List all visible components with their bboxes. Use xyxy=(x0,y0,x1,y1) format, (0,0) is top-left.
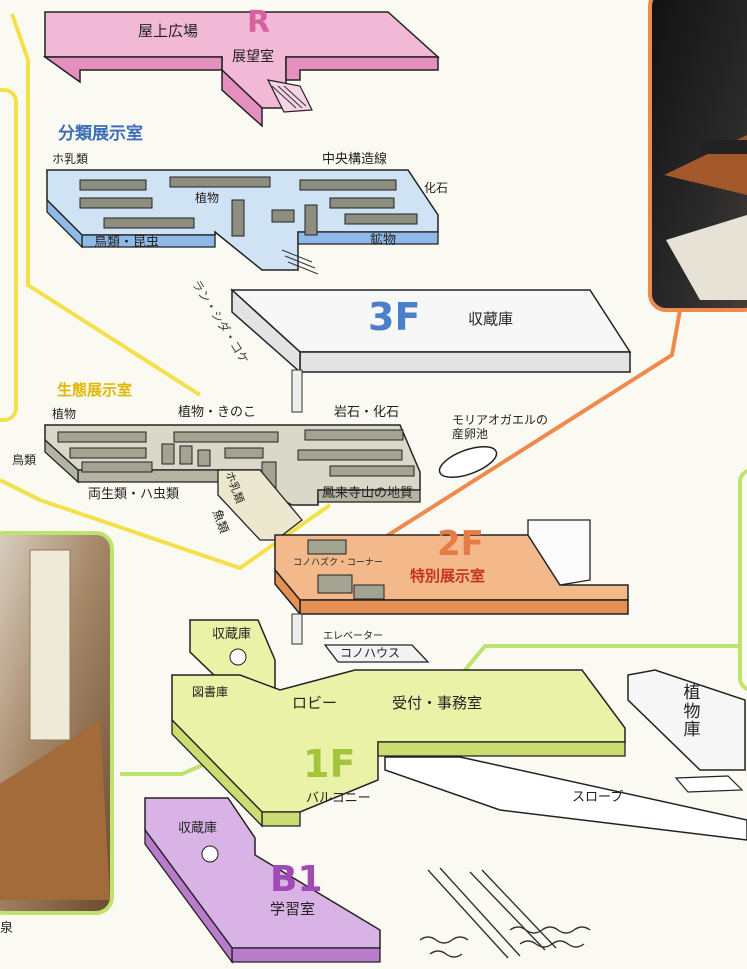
rooftop-plaza-label: 屋上広場 xyxy=(138,22,199,40)
floor3-central-line-label: 中央構造線 xyxy=(322,152,388,167)
konohaus xyxy=(323,644,430,663)
photo-left-top xyxy=(0,88,18,422)
floor3-storage-label: 収蔵庫 xyxy=(468,310,514,328)
plant-storage-building xyxy=(627,669,746,771)
floor-label-3f: 3F xyxy=(368,295,421,339)
floor2 xyxy=(44,424,629,645)
floor3-plants-label: 植物 xyxy=(195,191,220,205)
photo-top-right xyxy=(648,0,747,312)
slope xyxy=(384,756,747,841)
rooftop-floor xyxy=(42,11,440,128)
edge-cut-label: 泉 xyxy=(0,921,14,936)
floor3 xyxy=(46,169,632,413)
frog-pond xyxy=(438,446,498,478)
floor2-amphibians-label: 両生類・ハ虫類 xyxy=(88,487,180,502)
photo-bottom-left xyxy=(0,531,114,915)
floor2-plants-label: 植物 xyxy=(52,407,77,421)
callout-line-yellow xyxy=(10,13,202,397)
observatory-label: 展望室 xyxy=(232,49,274,65)
konohaus-label: コノハウス xyxy=(340,646,401,660)
elevator-icon xyxy=(229,648,247,666)
floor2-section-title: 生態展示室 xyxy=(57,381,133,399)
floor-label-b1: B1 xyxy=(270,859,323,900)
floor2-plants-mushrooms-label: 植物・きのこ xyxy=(178,405,257,420)
elevator-icon xyxy=(201,845,219,863)
library-label: 図書庫 xyxy=(192,685,229,699)
water-and-railing xyxy=(419,867,591,959)
lobby-label: ロビー xyxy=(292,694,338,712)
elevator-label: エレベーター xyxy=(323,631,383,642)
slope-label: スロープ xyxy=(572,790,624,805)
plant-storage-label: 植物庫 xyxy=(683,683,701,741)
basement-storage-label: 収蔵庫 xyxy=(178,821,218,836)
floor3-section-title: 分類展示室 xyxy=(58,124,143,144)
elevator-icons xyxy=(201,648,247,863)
floor3-minerals-label: 鉱物 xyxy=(370,233,397,248)
floor3-fossils-label: 化石 xyxy=(424,181,449,195)
study-room-label: 学習室 xyxy=(270,900,316,918)
floor3-mammals-label: ホ乳類 xyxy=(52,152,89,166)
floor2-display-cases xyxy=(57,429,415,493)
photo-right-mid xyxy=(738,468,747,692)
floor3-storage-slab xyxy=(230,289,632,353)
callout-line-green-right xyxy=(458,644,742,678)
floor1 xyxy=(171,619,747,841)
floor3-birds-insects-label: 鳥類・昆虫 xyxy=(94,235,160,250)
reception-label: 受付・事務室 xyxy=(392,694,483,712)
callout-line-orange xyxy=(358,309,682,555)
basement-floor xyxy=(144,797,381,964)
special-exhibit-label: 特別展示室 xyxy=(410,567,486,585)
floor2-geology-label: 鳳来寺山の地質 xyxy=(322,486,414,501)
floor-label-r: R xyxy=(247,5,271,40)
floor3-display-cases xyxy=(79,176,418,237)
floor2-frog-pond-label: モリアオガエルの 産卵池 xyxy=(452,413,549,441)
konohazuku-corner-label: コノハズク・コーナー xyxy=(293,558,383,568)
floor-label-1f: 1F xyxy=(303,742,356,786)
floor2-rocks-fossils-label: 岩石・化石 xyxy=(334,405,400,420)
floor2-birds-label: 鳥類 xyxy=(12,453,37,467)
floor-label-2f: 2F xyxy=(437,524,484,564)
balcony-label: バルコニー xyxy=(306,791,371,806)
floor1-storage-label: 収蔵庫 xyxy=(212,627,252,642)
